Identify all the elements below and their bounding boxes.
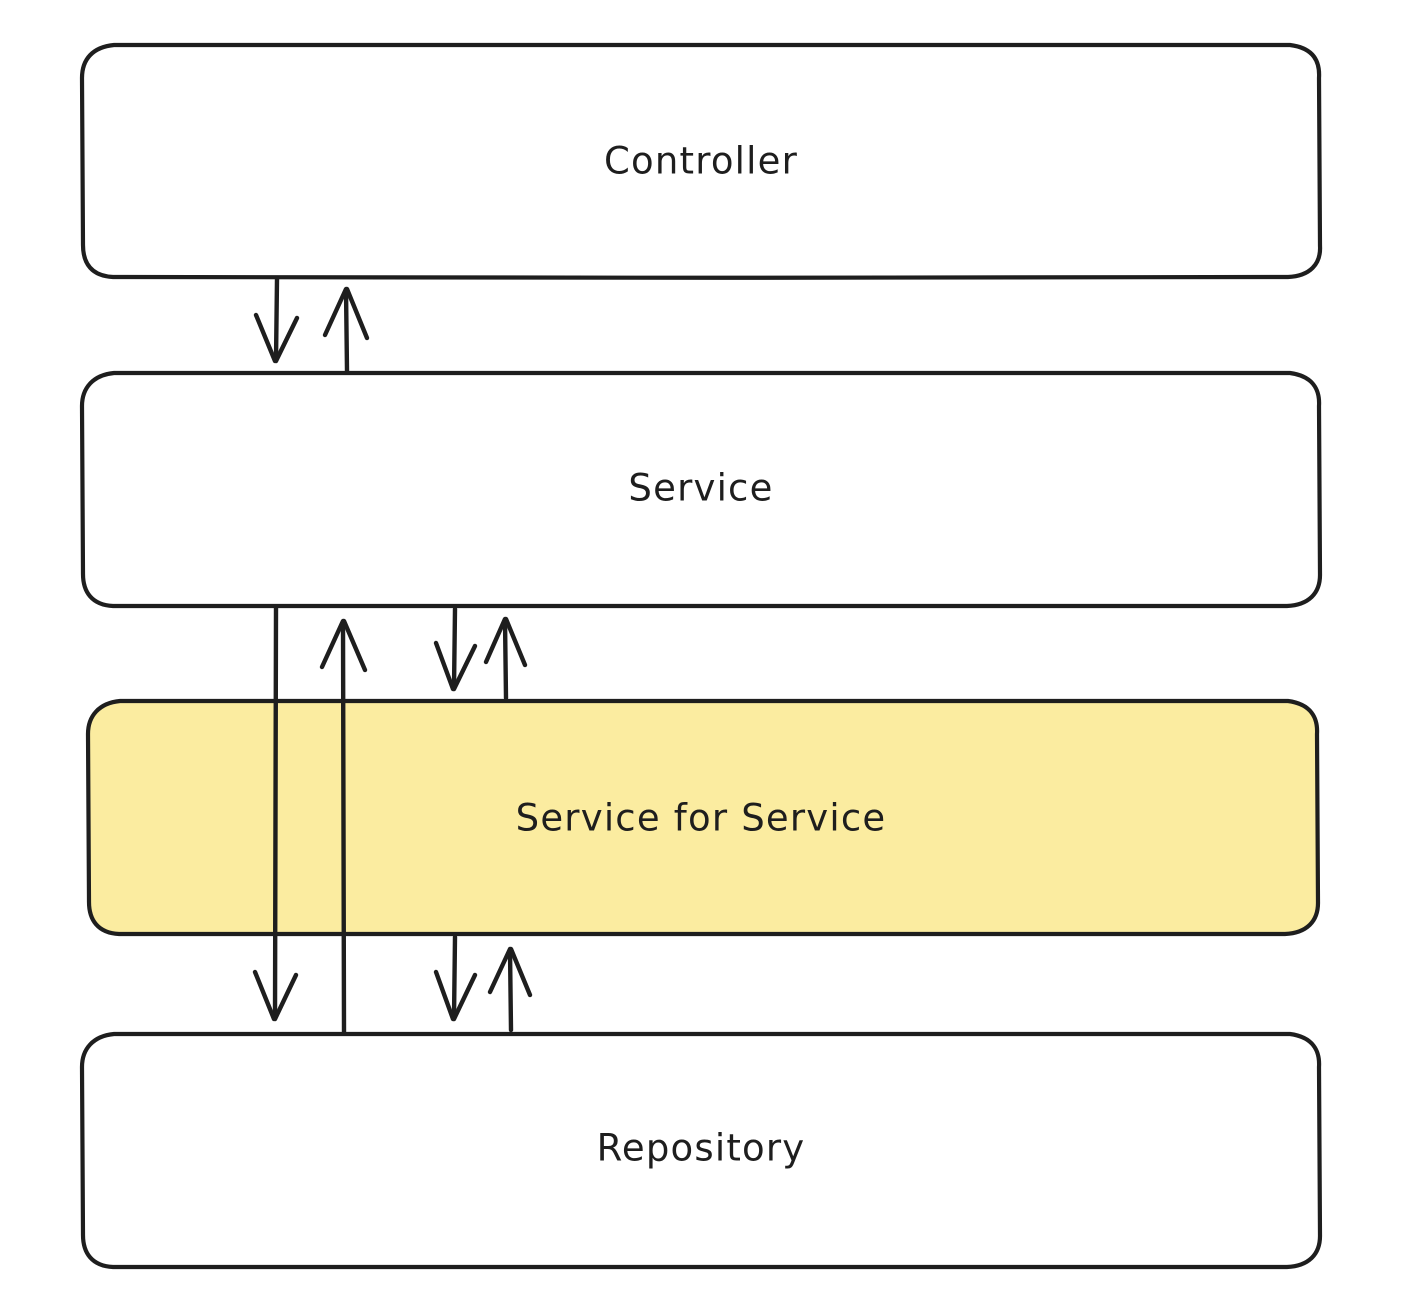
edge-repository-to-service-direct bbox=[319, 618, 368, 1035]
service-for-service-label: Service for Service bbox=[516, 797, 887, 840]
edge-service-to-service-for-service-line bbox=[451, 606, 458, 691]
service-box-shape bbox=[79, 369, 1323, 609]
repository-box-shape bbox=[79, 1030, 1323, 1270]
edge-service-to-repository-direct bbox=[252, 605, 299, 1022]
controller-box-shape bbox=[79, 41, 1323, 280]
edge-service-to-repository-direct-line bbox=[272, 605, 279, 1021]
edge-service-to-controller bbox=[322, 286, 370, 374]
edge-repository-to-service-for-service-arrowhead bbox=[487, 946, 533, 998]
edge-service-to-service-for-service bbox=[433, 606, 478, 692]
edge-controller-to-service bbox=[253, 276, 300, 364]
node-service-for-service[interactable]: Service for Service bbox=[85, 697, 1321, 937]
edge-service-to-repository-direct-arrowhead bbox=[252, 969, 299, 1022]
edge-controller-to-service-arrowhead bbox=[253, 312, 300, 364]
edge-repository-to-service-direct-arrowhead bbox=[319, 618, 368, 673]
edge-service-for-service-to-service-arrowhead bbox=[483, 616, 528, 668]
edge-service-to-controller-line bbox=[343, 287, 350, 374]
edge-repository-to-service-for-service bbox=[487, 946, 533, 1033]
edge-repository-to-service-for-service-line bbox=[507, 947, 514, 1033]
service-for-service-box-shape bbox=[85, 697, 1321, 937]
edge-service-for-service-to-service bbox=[483, 616, 528, 701]
edge-service-to-service-for-service-arrowhead bbox=[433, 640, 478, 692]
controller-label: Controller bbox=[604, 140, 798, 183]
node-controller[interactable]: Controller bbox=[79, 41, 1323, 280]
edge-service-to-controller-arrowhead bbox=[322, 286, 370, 341]
edge-repository-to-service-direct-line bbox=[340, 619, 347, 1035]
repository-label: Repository bbox=[597, 1127, 806, 1170]
edge-controller-to-service-line bbox=[273, 276, 280, 363]
edge-service-for-service-to-repository bbox=[433, 934, 478, 1022]
edge-service-for-service-to-repository-arrowhead bbox=[433, 969, 478, 1022]
service-label: Service bbox=[628, 467, 773, 510]
edge-service-for-service-to-repository-line bbox=[451, 934, 458, 1021]
node-service[interactable]: Service bbox=[79, 369, 1323, 609]
node-repository[interactable]: Repository bbox=[79, 1030, 1323, 1270]
edge-service-for-service-to-service-line bbox=[502, 617, 509, 701]
